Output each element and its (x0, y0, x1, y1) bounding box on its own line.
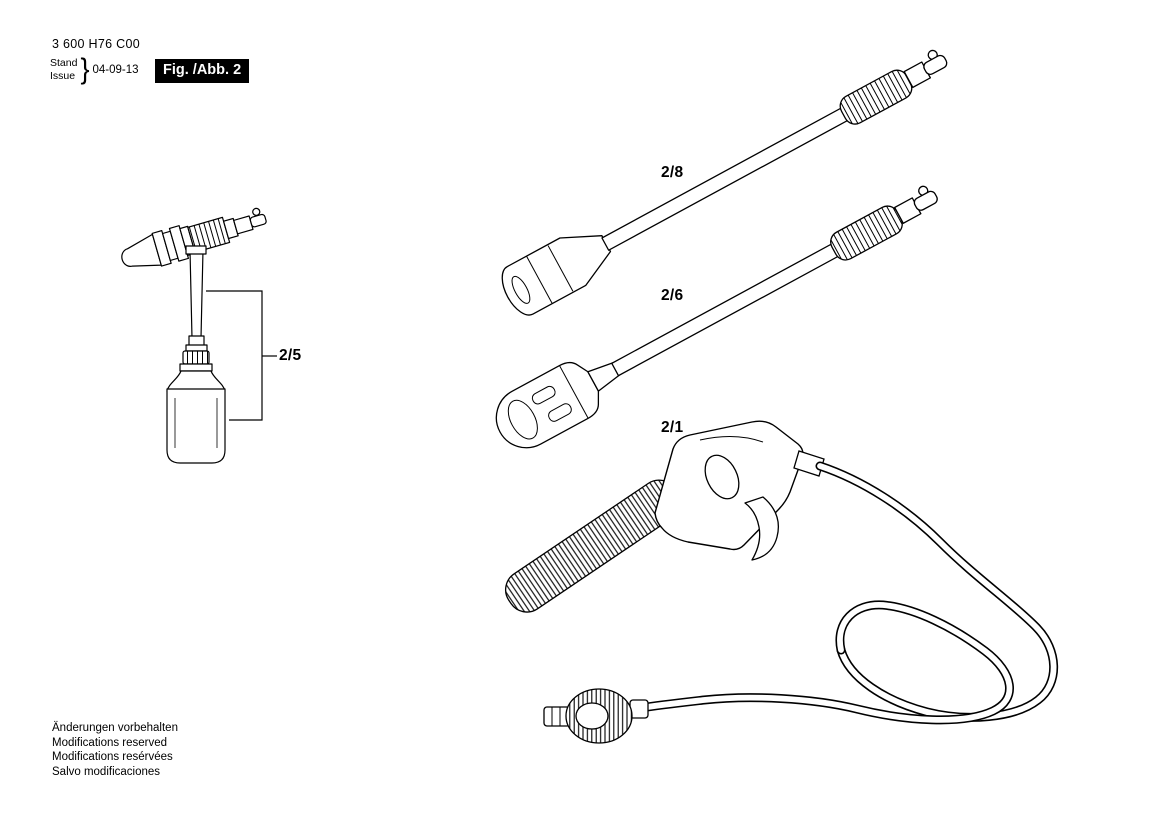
part-label-2-8: 2/8 (661, 164, 684, 181)
brace-glyph: } (80, 53, 90, 85)
trigger-gun-2-1-drawing (504, 420, 825, 613)
suction-tube (189, 249, 204, 339)
part-label-2-5: 2/5 (279, 347, 302, 364)
notice-line-es: Salvo modificaciones (52, 765, 161, 778)
leader-line-2-5 (206, 290, 277, 421)
notice-line-fr: Modifications resérvées (52, 751, 173, 763)
high-pressure-hose-drawing (635, 461, 1059, 725)
bottle-cap (182, 350, 210, 365)
gun-hang-hole (704, 454, 740, 500)
part-label-2-1: 2/1 (661, 419, 684, 436)
gun-grip (504, 479, 681, 613)
foam-nozzle-bottle-2-5-drawing (121, 207, 267, 464)
spray-lance-2-8-drawing (501, 49, 948, 316)
part-label-2-6: 2/6 (661, 287, 684, 304)
issue-label: Issue (50, 69, 76, 82)
gun-trigger (744, 496, 780, 561)
notice-line-de: Änderungen vorbehalten (52, 722, 178, 734)
issue-date: 04-09-13 (92, 63, 139, 76)
issue-block: Stand Issue } 04-09-13 (50, 53, 139, 85)
bottle-body (166, 388, 226, 464)
figure-label: Fig. /Abb. 2 (155, 59, 250, 83)
stand-label: Stand (50, 56, 78, 69)
spray-lance-2-6-drawing (495, 185, 938, 449)
notice-line-en: Modifications reserved (52, 736, 168, 749)
hose-coupling-drawing (543, 688, 649, 744)
notice-block: Änderungen vorbehalten Modifications res… (52, 721, 178, 779)
type-number: 3 600 H76 C00 (52, 37, 140, 51)
issue-labels: Stand Issue (50, 57, 77, 83)
gun-outlet (793, 450, 825, 477)
